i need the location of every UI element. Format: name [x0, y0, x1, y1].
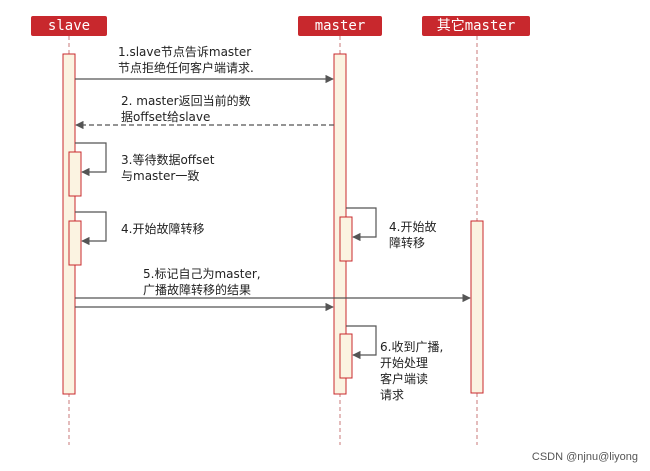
label-msg-3-line-1: 3.等待数据offset [121, 153, 215, 167]
label-msg-2-line-2: 据offset给slave [121, 110, 211, 124]
label-msg-2: 2. master返回当前的数 据offset给slave [121, 93, 251, 125]
actor-other-master: 其它master [422, 16, 530, 36]
actor-slave: slave [31, 16, 107, 36]
actor-master: master [298, 16, 382, 36]
label-msg-4a: 4.开始故障转移 [121, 221, 204, 237]
activation-other-master [470, 220, 484, 394]
arrow-msg-4b [346, 207, 377, 242]
label-msg-4a-line-1: 4.开始故障转移 [121, 222, 205, 236]
activation-master-receive [339, 333, 353, 379]
label-msg-6: 6.收到广播, 开始处理 客户端读 请求 [380, 339, 443, 403]
label-msg-4b: 4.开始故 障转移 [389, 219, 436, 251]
label-msg-3: 3.等待数据offset 与master一致 [121, 152, 214, 184]
label-msg-5-line-2: 广播故障转移的结果 [143, 283, 252, 297]
label-msg-6-line-1: 6.收到广播, [380, 340, 444, 354]
label-msg-1-line-2: 节点拒绝任何客户端请求. [118, 61, 254, 75]
label-msg-4b-line-2: 障转移 [389, 236, 426, 250]
watermark: CSDN @njnu@liyong [531, 451, 638, 463]
label-msg-5-line-1: 5.标记自己为master, [143, 267, 261, 281]
label-msg-1: 1.slave节点告诉master 节点拒绝任何客户端请求. [118, 44, 254, 76]
activation-slave-failover [68, 220, 82, 266]
arrow-msg-6 [346, 325, 377, 360]
label-msg-5: 5.标记自己为master, 广播故障转移的结果 [143, 266, 261, 298]
label-msg-2-line-1: 2. master返回当前的数 [121, 94, 251, 108]
label-msg-3-line-2: 与master一致 [121, 169, 200, 183]
label-msg-6-line-3: 客户端读 [380, 372, 429, 386]
label-msg-4b-line-1: 4.开始故 [389, 220, 437, 234]
activation-master-failover [339, 216, 353, 262]
label-msg-1-line-1: 1.slave节点告诉master [118, 45, 252, 59]
label-msg-6-line-2: 开始处理 [380, 356, 429, 370]
arrow-msg-3 [75, 142, 107, 177]
arrow-msg-4a [75, 211, 107, 246]
label-msg-6-line-4: 请求 [380, 388, 405, 402]
activation-slave-wait [68, 151, 82, 197]
